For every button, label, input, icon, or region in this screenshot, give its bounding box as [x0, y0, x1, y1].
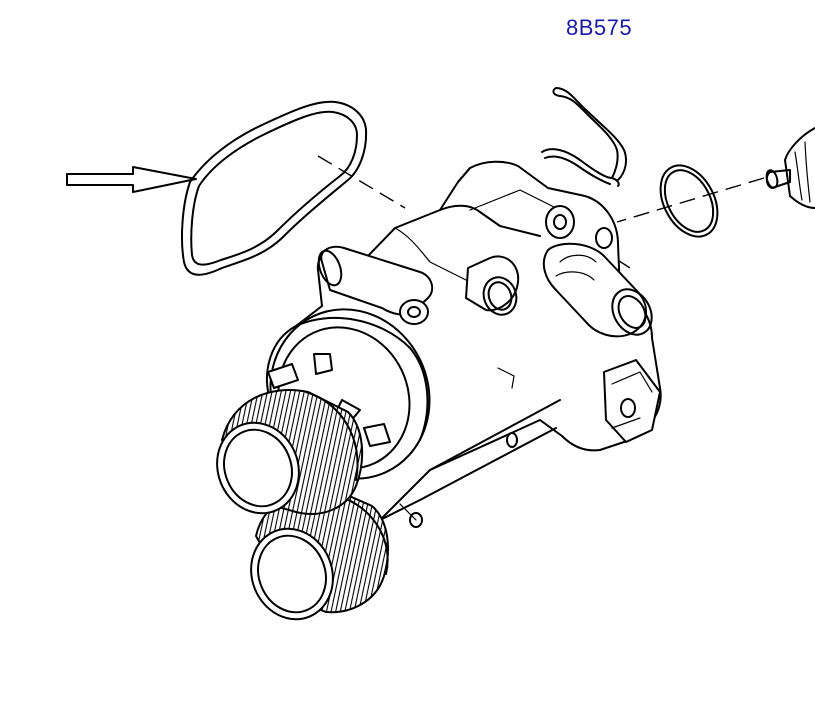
hose-outlet-upper-spigot — [465, 255, 520, 316]
o-ring-seal — [659, 164, 719, 238]
part-code-label: 8B575 — [566, 15, 633, 40]
gasket — [181, 100, 368, 276]
sensor — [765, 127, 815, 209]
right-outlet-neck — [542, 242, 653, 338]
retaining-clip — [541, 87, 627, 187]
mounting-bracket — [603, 359, 661, 443]
indicator-arrow — [66, 166, 197, 193]
hose-outlet-upper — [216, 389, 364, 515]
hose-outlet-lower — [250, 488, 389, 621]
